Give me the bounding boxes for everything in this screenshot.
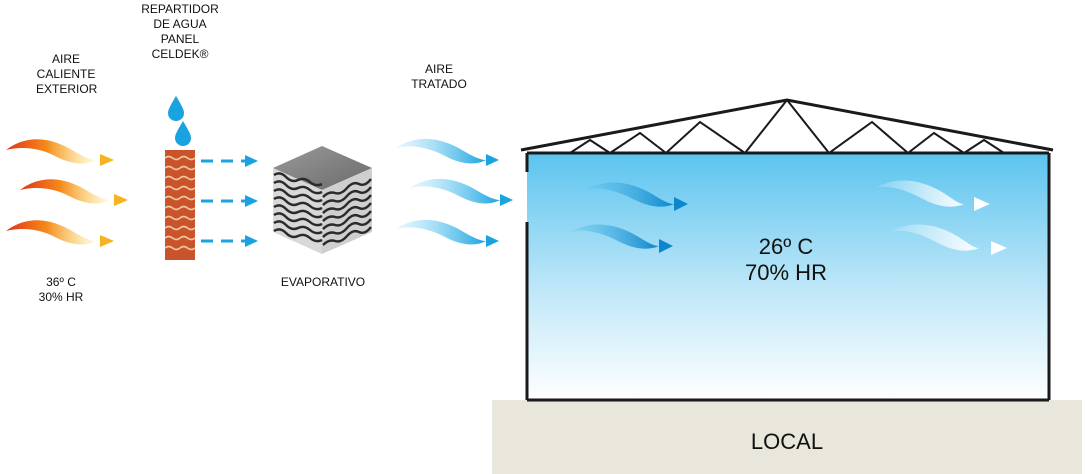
hot-air-flow-2 — [20, 179, 128, 206]
water-drop-icon — [168, 96, 184, 121]
arrow-right-icon — [500, 194, 513, 206]
local-label: LOCAL — [750, 429, 824, 454]
distributor-label-line-4: CELDEK® — [151, 47, 209, 61]
treated-air-flows — [396, 138, 513, 247]
inside-conditions: 26º C 70% HR — [726, 234, 846, 286]
distributor-label-line-3: PANEL — [160, 32, 200, 46]
dashed-arrows — [201, 155, 258, 247]
arrow-right-icon — [486, 235, 499, 247]
outside-temp: 36º C — [46, 275, 76, 289]
dashed-arrow-3 — [201, 235, 258, 247]
hot-air-flow-1 — [6, 139, 114, 166]
arrow-right-icon — [100, 235, 114, 247]
building-interior — [527, 153, 1049, 400]
arrow-right-icon — [114, 194, 128, 206]
treated-air-label-line-2: TRATADO — [411, 77, 467, 91]
outside-conditions: 36º C 30% HR — [26, 275, 96, 305]
water-drops — [168, 96, 191, 146]
treated-air-flow-1 — [396, 138, 499, 166]
inside-hr: 70% HR — [745, 260, 827, 285]
hot-air-label-line-2: CALIENTE — [36, 67, 96, 81]
arrow-right-icon — [100, 154, 114, 166]
treated-air-label: AIRE TRATADO — [404, 62, 474, 92]
hot-air-label-line-3: EXTERIOR — [36, 82, 98, 96]
distributor-label-line-1: REPARTIDOR — [141, 2, 219, 16]
ground-base — [492, 400, 1082, 474]
dashed-arrow-2 — [201, 195, 258, 207]
arrow-right-icon — [991, 241, 1007, 255]
arrow-right-icon — [486, 154, 499, 166]
hot-air-flow-3 — [6, 220, 114, 247]
arrow-right-icon — [674, 197, 688, 211]
distributor-label-line-2: DE AGUA — [153, 17, 207, 31]
water-drop-icon — [175, 121, 191, 146]
treated-air-flow-3 — [396, 219, 499, 247]
roof-truss — [520, 98, 1054, 155]
arrow-right-icon — [659, 239, 673, 253]
outside-hr: 30% HR — [38, 290, 84, 304]
distributor-label: REPARTIDOR DE AGUA PANEL CELDEK® — [130, 2, 230, 62]
arrow-right-icon — [974, 197, 990, 211]
celdek-pad — [164, 150, 196, 260]
evaporative-cube-icon — [273, 146, 372, 254]
hot-air-flows — [6, 139, 128, 247]
treated-air-label-line-1: AIRE — [424, 62, 453, 76]
dashed-arrow-1 — [201, 155, 258, 167]
evaporative-label: EVAPORATIVO — [280, 275, 366, 289]
hot-air-label-line-1: AIRE — [51, 52, 80, 66]
inside-flows — [570, 180, 1007, 255]
treated-air-flow-2 — [410, 178, 513, 206]
inside-temp: 26º C — [758, 234, 814, 259]
hot-air-label: AIRE CALIENTE EXTERIOR — [36, 52, 98, 97]
building — [520, 98, 1054, 402]
